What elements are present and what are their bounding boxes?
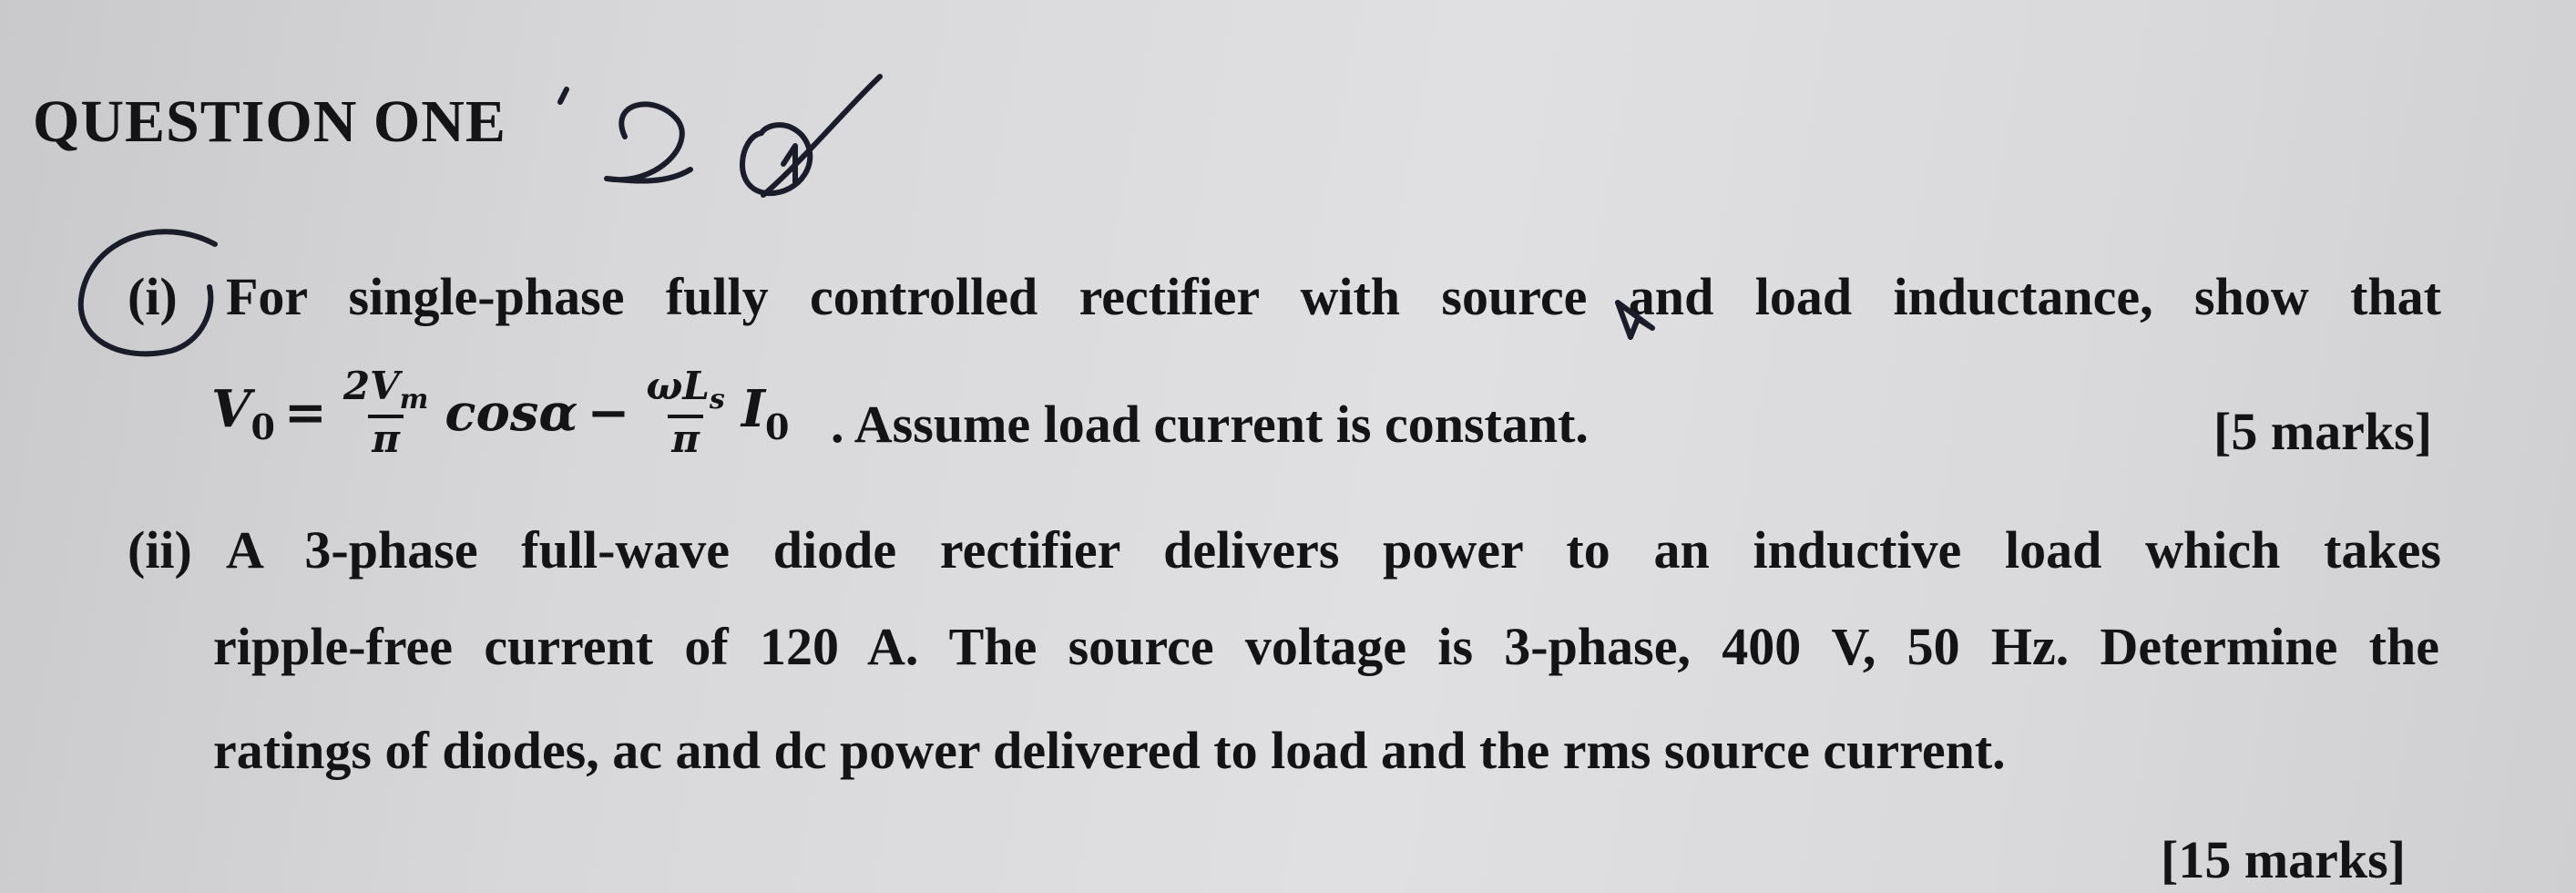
eq-fraction-2: ωLs π [646,363,725,461]
part-i-marks: [5 marks] [2213,402,2433,461]
eq-current: I0 [741,378,790,447]
rectifier-equation: V0 = 2Vm π cosα − ωLs π I0 [211,354,789,472]
eq-lhs: V0 [211,378,275,447]
question-heading: QUESTION ONE [33,88,506,155]
part-ii-line-1: (ii) A 3-phase full-wave diode rectifier … [128,519,2441,580]
eq-fraction-1: 2Vm π [342,363,429,461]
part-i-line-1: (i) For single-phase fully controlled rec… [128,266,2441,327]
eq-equals: = [283,383,327,443]
part-ii-number: (ii) [128,520,192,580]
part-i-text-1: For single-phase fully controlled rectif… [226,267,2441,326]
part-i-number: (i) [128,267,178,326]
part-ii-marks: [15 marks] [2161,830,2407,889]
part-ii-line-3: ratings of diodes, ac and dc power deliv… [213,721,2006,780]
eq-cos-term: cosα [445,383,578,443]
part-i-line-2: . Assume load current is constant. [831,395,1589,454]
part-ii-line-2: ripple-free current of 120 A. The source… [213,617,2439,676]
part-ii-text-1: A 3-phase full-wave diode rectifier deli… [226,520,2441,580]
eq-minus: − [587,383,630,443]
